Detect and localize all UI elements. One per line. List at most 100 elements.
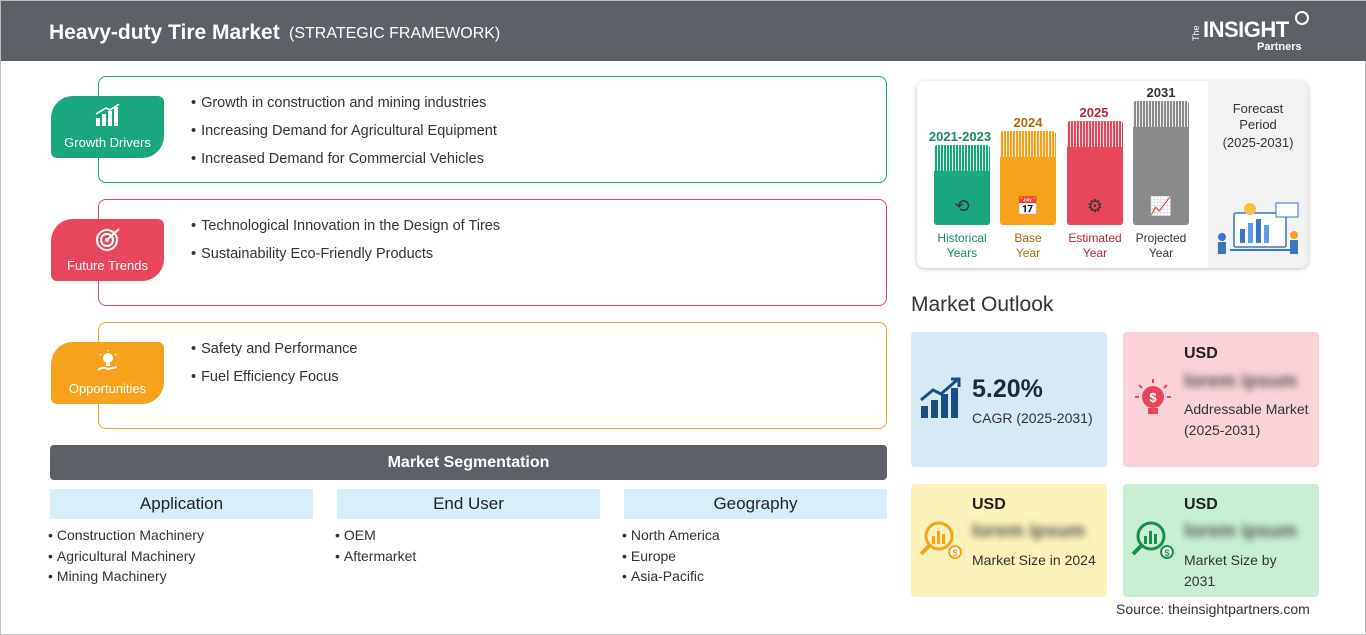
market-size-2024-label: Market Size in 2024 <box>972 552 1096 568</box>
list-item: Fuel Efficiency Focus <box>191 369 357 397</box>
growth-chart-icon <box>51 103 164 130</box>
growth-drivers-badge: Growth Drivers <box>51 96 164 158</box>
magnifier-chart-icon: $ <box>1131 518 1175 562</box>
page-subtitle: (STRATEGIC FRAMEWORK) <box>289 25 501 42</box>
cagr-value: 5.20% <box>972 375 1043 403</box>
label-line: Base <box>1014 231 1042 245</box>
list-item: Aftermarket <box>335 548 416 569</box>
list-item: Construction Machinery <box>48 527 204 548</box>
forecast-line: (2025-2031) <box>1222 135 1294 150</box>
end-user-list: OEM Aftermarket <box>335 527 416 568</box>
future-trends-box: Technological Innovation in the Design o… <box>98 199 887 306</box>
source-link[interactable]: Source: theinsightpartners.com <box>1116 601 1310 617</box>
list-item: Technological Innovation in the Design o… <box>191 218 500 246</box>
growth-drivers-box: Growth in construction and mining indust… <box>98 76 887 183</box>
logo-word: INSIGHT <box>1203 17 1289 42</box>
opportunities-label: Opportunities <box>68 381 147 396</box>
list-item: Mining Machinery <box>48 568 204 589</box>
list-item: North America <box>622 527 720 548</box>
year-estimated: 2025 <box>1079 105 1109 120</box>
addressable-market-card: USD lorem ipsum Addressable Market (2025… <box>1123 332 1319 467</box>
label-line: Year <box>1148 246 1174 260</box>
list-item: Europe <box>622 548 720 569</box>
forecast-text: Forecast Period (2025-2031) <box>1208 101 1308 151</box>
calendar-icon: 📅 <box>1016 196 1040 216</box>
forecast-panel: Forecast Period (2025-2031) <box>1208 81 1308 268</box>
list-item: Asia-Pacific <box>622 568 720 589</box>
market-size-2031-label: Market Size by 2031 <box>1184 552 1277 589</box>
list-item: Sustainability Eco-Friendly Products <box>191 246 500 274</box>
currency-label: USD <box>1184 345 1218 362</box>
segment-heading-end-user: End User <box>337 489 600 519</box>
svg-text:$: $ <box>1149 390 1157 405</box>
market-size-2031-card: USD lorem ipsum Market Size by 2031 $ <box>1123 484 1319 597</box>
currency-label: USD <box>972 496 1006 513</box>
application-list: Construction Machinery Agricultural Mach… <box>48 527 204 589</box>
lightbulb-hand-icon <box>51 350 164 378</box>
currency-label: USD <box>1184 496 1218 513</box>
header-bar: Heavy-duty Tire Market (STRATEGIC FRAMEW… <box>1 1 1366 61</box>
cagr-label: CAGR (2025-2031) <box>972 410 1093 426</box>
insight-partners-logo[interactable]: The INSIGHT Partners <box>1191 11 1311 55</box>
future-trends-badge: Future Trends <box>51 219 164 281</box>
label-line: Year <box>1082 246 1108 260</box>
opportunities-list: Safety and Performance Fuel Efficiency F… <box>191 341 357 397</box>
segment-heading-geography: Geography <box>624 489 887 519</box>
logo-ring-icon <box>1295 11 1309 25</box>
cagr-card: 5.20% CAGR (2025-2031) <box>911 332 1107 467</box>
year-base: 2024 <box>1013 115 1043 130</box>
label-line: Year <box>1015 246 1041 260</box>
bar-base: 📅 <box>1000 131 1056 225</box>
magnifier-chart-icon: $ <box>919 518 963 562</box>
target-icon <box>51 227 164 255</box>
presentation-icon: 📈 <box>1149 196 1173 216</box>
logo-prefix: The <box>1191 25 1201 41</box>
history-icon: ⟲ <box>954 196 970 216</box>
list-item: Increasing Demand for Agricultural Equip… <box>191 123 497 151</box>
market-outlook-title: Market Outlook <box>911 293 1054 316</box>
gear-chart-icon: ⚙ <box>1086 196 1104 216</box>
logo-suffix: Partners <box>1257 41 1302 53</box>
year-projected: 2031 <box>1146 85 1176 100</box>
list-item: OEM <box>335 527 416 548</box>
bar-stripe <box>934 145 990 171</box>
blurred-value: lorem ipsum <box>972 521 1085 542</box>
svg-text:$: $ <box>952 548 957 558</box>
geography-list: North America Europe Asia-Pacific <box>622 527 720 589</box>
bar-stripe <box>1000 131 1056 157</box>
list-item: Growth in construction and mining indust… <box>191 95 497 123</box>
dollar-bulb-icon: $ <box>1131 377 1175 421</box>
label-line: Projected <box>1135 231 1187 245</box>
forecast-line: Period <box>1239 117 1277 132</box>
page-title: Heavy-duty Tire Market <box>49 21 280 44</box>
addressable-label: Addressable Market (2025-2031) <box>1184 401 1309 438</box>
market-size-2024-card: USD lorem ipsum Market Size in 2024 $ <box>911 484 1107 597</box>
analytics-illustration-icon <box>1210 199 1306 257</box>
future-trends-label: Future Trends <box>67 258 148 273</box>
future-trends-list: Technological Innovation in the Design o… <box>191 218 500 274</box>
segment-heading-application: Application <box>50 489 313 519</box>
list-item: Safety and Performance <box>191 341 357 369</box>
opportunities-badge: Opportunities <box>51 342 164 404</box>
bar-projected: 📈 <box>1133 101 1189 225</box>
growth-drivers-list: Growth in construction and mining indust… <box>191 95 497 179</box>
year-historical: 2021-2023 <box>928 129 992 144</box>
blurred-value: lorem ipsum <box>1184 521 1297 542</box>
growth-chart-icon <box>919 376 963 420</box>
growth-drivers-label: Growth Drivers <box>64 135 151 150</box>
bar-estimated: ⚙ <box>1067 121 1123 225</box>
svg-text:$: $ <box>1164 548 1169 558</box>
list-item: Increased Demand for Commercial Vehicles <box>191 151 497 179</box>
market-segmentation-title: Market Segmentation <box>50 445 887 480</box>
label-line: Years <box>946 246 978 260</box>
list-item: Agricultural Machinery <box>48 548 204 569</box>
blurred-value: lorem ipsum <box>1184 371 1297 392</box>
label-line: Estimated <box>1068 231 1122 245</box>
forecast-line: Forecast <box>1232 101 1284 116</box>
